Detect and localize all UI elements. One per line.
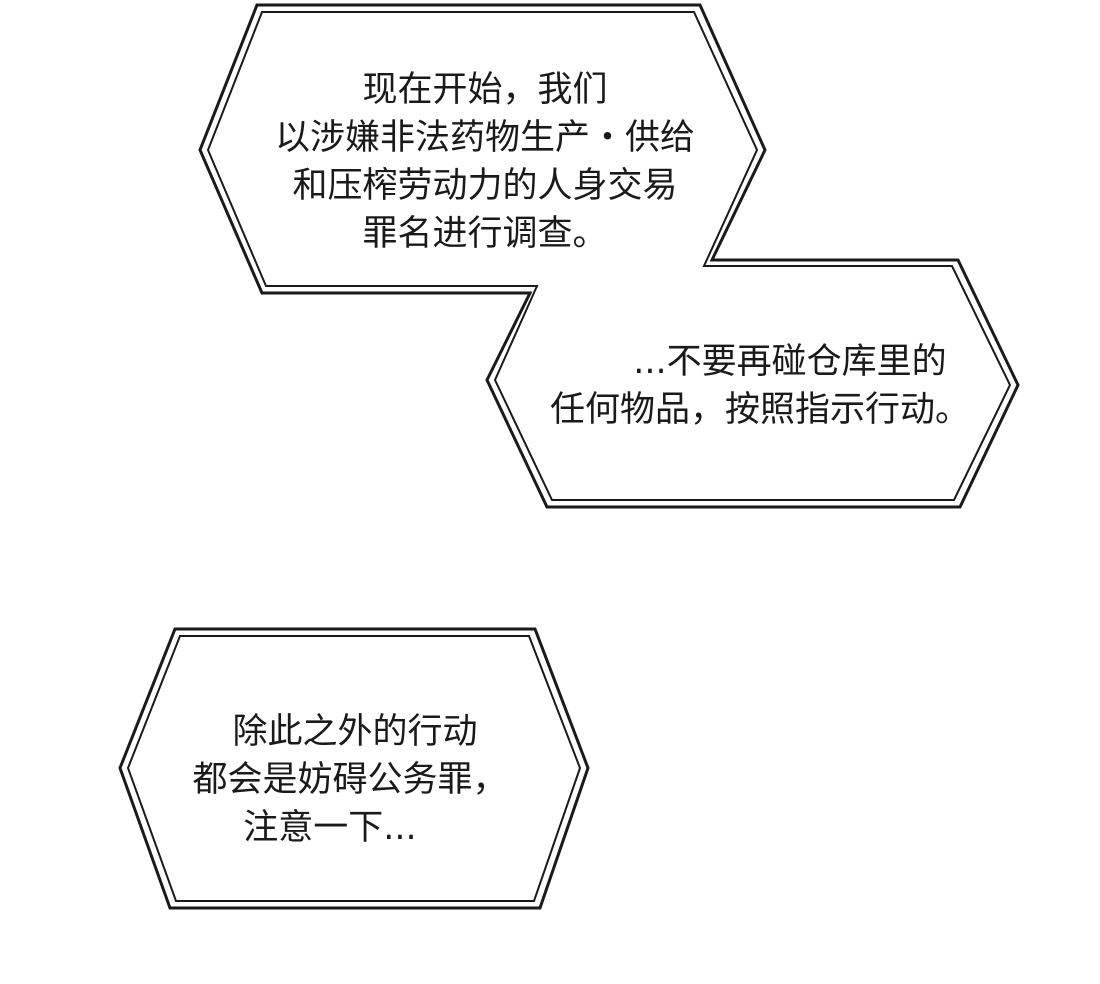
bubble-3-line-3: 注意一下... [243, 808, 417, 848]
bubble-3-outline [118, 627, 590, 910]
bubble-3-text: 除此之外的行动 都会是妨碍公务罪， 注意一下... [150, 708, 550, 852]
bubble-3-line-1: 除此之外的行动 [232, 712, 478, 752]
bubble-1-text: 现在开始，我们 以涉嫌非法药物生产・供给 和压榨劳动力的人身交易 罪名进行调查。 [240, 66, 730, 258]
bubble-2-text: ...不要再碰仓库里的 任何物品，按照指示行动。 [520, 338, 1000, 434]
bubble-1-line-3: 和压榨劳动力的人身交易 [292, 166, 678, 206]
bubble-3-line-2: 都会是妨碍公务罪， [192, 760, 508, 800]
bubble-1-line-4: 罪名进行调查。 [362, 214, 608, 254]
bubble-1-2-outline [198, 3, 1020, 509]
bubble-1-line-2: 以涉嫌非法药物生产・供给 [274, 118, 695, 158]
bubble-2-line-1: ...不要再碰仓库里的 [633, 342, 947, 382]
bubble-1-line-1: 现在开始，我们 [362, 70, 608, 110]
bubble-2-line-2: 任何物品，按照指示行动。 [549, 390, 970, 430]
